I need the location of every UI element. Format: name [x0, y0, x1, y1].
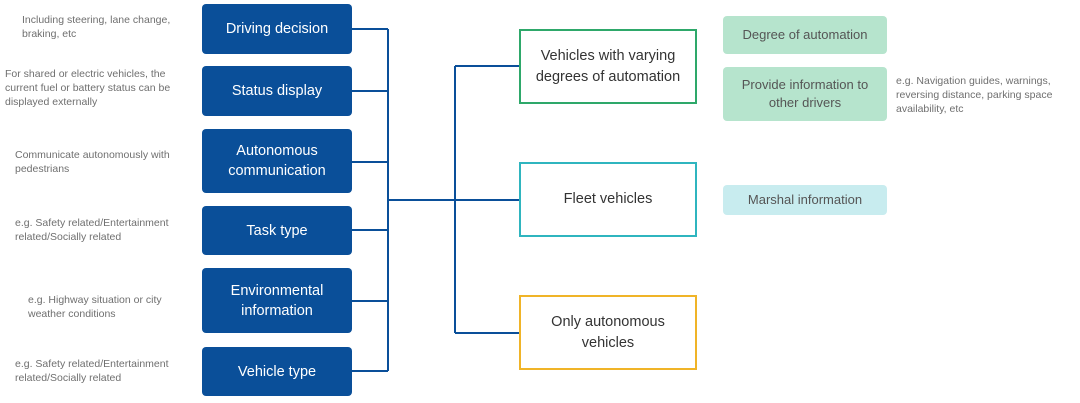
- category-environmental-information: Environmental information: [202, 268, 352, 333]
- note-environmental-information: e.g. Highway situation or city weather c…: [28, 294, 162, 320]
- note-vehicle-type: e.g. Safety related/Entertainment relate…: [15, 358, 169, 384]
- tag-provide-information: Provide information to other drivers: [723, 67, 887, 121]
- note-provide-information: e.g. Navigation guides, warnings, revers…: [896, 75, 1053, 115]
- fleet-vehicles-box: Fleet vehicles: [519, 162, 697, 237]
- note-status-display: For shared or electric vehicles, the cur…: [5, 68, 171, 108]
- vehicle-varying-automation-box: Vehicles with varying degrees of automat…: [519, 29, 697, 104]
- note-task-type: e.g. Safety related/Entertainment relate…: [15, 217, 169, 243]
- category-autonomous-communication: Autonomous communication: [202, 129, 352, 193]
- category-vehicle-type: Vehicle type: [202, 347, 352, 396]
- only-autonomous-vehicles-box: Only autonomous vehicles: [519, 295, 697, 370]
- category-task-type: Task type: [202, 206, 352, 255]
- note-driving-decision: Including steering, lane change, braking…: [22, 14, 171, 40]
- tag-degree-of-automation: Degree of automation: [723, 16, 887, 54]
- tag-marshal-information: Marshal information: [723, 185, 887, 215]
- category-status-display: Status display: [202, 66, 352, 116]
- category-driving-decision: Driving decision: [202, 4, 352, 54]
- note-autonomous-communication: Communicate autonomously with pedestrian…: [15, 149, 170, 175]
